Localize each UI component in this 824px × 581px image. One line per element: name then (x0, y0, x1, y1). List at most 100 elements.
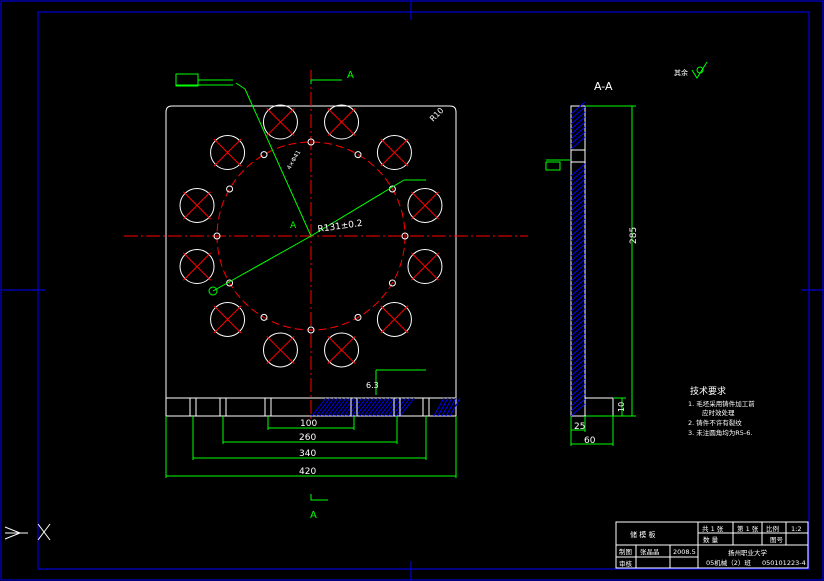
pocket-hole (407, 187, 443, 223)
dim-260: 260 (299, 433, 316, 443)
pocket-hole (376, 135, 412, 171)
ucs-icon (4, 523, 51, 541)
flange-hatch (311, 397, 461, 417)
bolt-hole (307, 326, 315, 334)
tb-part-name: 储 模 板 (630, 530, 655, 539)
tb-reviewer-label: 审核 (619, 559, 633, 568)
section-arrows (310, 79, 342, 501)
tech-item-1b: 应时效处理 (702, 408, 735, 417)
hatch-line (433, 397, 445, 417)
bottom-dims (165, 416, 457, 478)
section-hatch-line (570, 343, 586, 357)
section-hatch-line (570, 338, 586, 352)
section-hatch-line (570, 253, 586, 267)
pocket-hole (324, 104, 360, 140)
hatch-line (379, 397, 395, 417)
tb-scale: 1:2 (791, 525, 801, 533)
hatch-line (371, 397, 387, 417)
tb-school: 扬州职业大学 (728, 548, 768, 557)
hatch-line (311, 397, 327, 417)
bolt-hole (354, 313, 362, 321)
bolt-hole (260, 313, 268, 321)
section-hatch-line (570, 373, 586, 387)
pocket-hole (407, 249, 443, 285)
section-hatch-line (570, 283, 586, 297)
roughness-other-label: 其余 (674, 68, 688, 77)
section-hatch-line (570, 263, 586, 277)
leader-lines (175, 73, 426, 395)
section-hatch-line (570, 313, 586, 327)
dim-340: 340 (299, 449, 316, 459)
pocket-center-mark (380, 138, 409, 167)
hatch-line (367, 397, 383, 417)
section-marker-bottom: A (310, 510, 317, 521)
hatch-line (449, 397, 461, 417)
hatch-line (335, 397, 351, 417)
section-hatch-line (570, 121, 586, 135)
pocket-hole (179, 187, 215, 223)
section-hatch-line (570, 188, 586, 202)
section-hatch-line (570, 223, 586, 237)
hatch-line (347, 397, 363, 417)
hatch-line (359, 397, 375, 417)
pocket-center-mark (266, 107, 295, 137)
section-hatch-line (570, 318, 586, 332)
pocket-center-mark (327, 335, 356, 365)
hatch-line (441, 397, 453, 417)
flange-holes (189, 398, 430, 416)
section-hatch-line (570, 278, 586, 292)
dim-25: 25 (574, 422, 585, 432)
section-hatch-line (570, 193, 586, 207)
section-hatch-line (570, 126, 586, 140)
center-lines (124, 70, 528, 420)
section-hatch-line (570, 106, 586, 120)
section-hatch-line (570, 333, 586, 347)
section-hatch-line (570, 208, 586, 222)
pocket-center-mark (410, 252, 440, 281)
section-hatch-line (570, 323, 586, 337)
roughness-symbol (691, 61, 708, 79)
pocket-hole (210, 301, 246, 337)
section-title: A-A (594, 80, 613, 93)
dim-hole-dia: 4×Φ41 (286, 149, 303, 171)
section-hatch-line (570, 308, 586, 322)
dim-60: 60 (584, 436, 596, 446)
section-hatch-line (570, 363, 586, 377)
pocket-center-mark (182, 252, 212, 281)
dim-100: 100 (300, 419, 317, 429)
section-hatch-line (570, 248, 586, 262)
hatch-line (437, 397, 449, 417)
section-hatch-line (570, 288, 586, 302)
hatch-line (375, 397, 391, 417)
tb-class: 05机械（2）班 (706, 558, 751, 567)
section-hatch-line (570, 101, 586, 115)
hatch-line (351, 397, 367, 417)
section-hatch-line (570, 116, 586, 130)
hatch-line (395, 397, 411, 417)
section-hatch-line (570, 168, 586, 182)
bolt-hole (307, 138, 315, 146)
section-hatch-line (570, 131, 586, 145)
pocket-center-mark (380, 305, 409, 334)
section-hatch-line (570, 163, 586, 177)
section-hatch-line (570, 348, 586, 362)
pocket-hole (324, 332, 360, 368)
section-view (570, 101, 614, 417)
hatch-line (363, 397, 379, 417)
pocket-center-mark (213, 305, 242, 334)
surface-roughness-value: 6.3 (366, 381, 379, 390)
bolt-hole (401, 232, 409, 240)
bolt-hole (260, 151, 268, 159)
section-hatch-line (570, 378, 586, 392)
section-hatch-line (570, 203, 586, 217)
tb-designer-label: 制图 (619, 547, 632, 556)
hatch-line (327, 397, 343, 417)
bolt-hole (388, 279, 396, 287)
section-dims (545, 105, 636, 446)
section-hatch-line (570, 238, 586, 252)
dim-285: 285 (629, 227, 639, 244)
section-hatch-line (570, 183, 586, 197)
section-hatch-line (570, 173, 586, 187)
pocket-hole (210, 135, 246, 171)
